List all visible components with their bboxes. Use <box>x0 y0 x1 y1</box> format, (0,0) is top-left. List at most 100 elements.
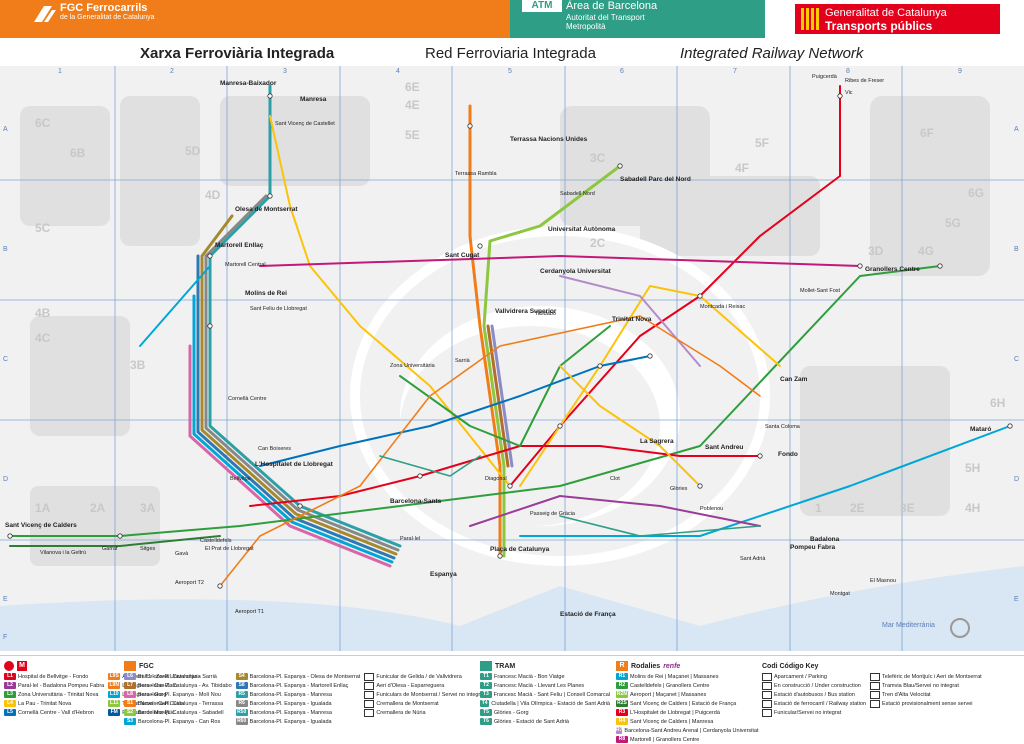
legend-key-label: Codi Código Key <box>762 662 819 670</box>
station-label[interactable]: Terrassa Rambla <box>455 171 497 177</box>
station-label[interactable]: El Prat de Llobregat <box>205 546 254 552</box>
station-label[interactable]: Cornellà Centre <box>228 396 267 402</box>
sector-5d: 5D <box>185 144 201 158</box>
station-label[interactable]: Montcada i Reixac <box>700 304 746 310</box>
station-label[interactable]: Aeroport T2 <box>175 580 204 586</box>
sector-6c: 6C <box>35 116 51 130</box>
station-label[interactable]: Universitat Autònoma <box>548 226 616 233</box>
atm-title: Àrea de Barcelona <box>566 0 658 12</box>
station-label[interactable]: Manresa-Baixador <box>220 80 277 87</box>
station-label[interactable]: Garraf <box>102 546 118 552</box>
map-canvas <box>0 66 1024 651</box>
station-label[interactable]: Bellvitge <box>230 476 251 482</box>
sector-6f: 6F <box>920 126 935 140</box>
station-label[interactable]: Manresa <box>300 96 327 103</box>
station-label[interactable]: Plaça de Catalunya <box>490 546 550 553</box>
station-label[interactable]: Cerdanyola Universitat <box>540 268 611 275</box>
grid-row-a: A <box>3 126 8 133</box>
generalitat-subtitle: Transports públics <box>825 19 933 33</box>
line-badge: R60 <box>235 718 248 725</box>
station-label[interactable]: Barcelona-Sants <box>390 498 442 505</box>
station-label[interactable]: Olesa de Montserrat <box>235 206 298 213</box>
compass-icon <box>950 618 970 638</box>
legend-key-item: Telefèric de Montjuïc i Aeri de Montserr… <box>870 672 982 681</box>
station-label[interactable]: Granollers Centre <box>865 266 920 273</box>
station-label[interactable]: Ribes de Freser <box>845 78 885 84</box>
grid-row-a-right: A <box>1014 126 1019 133</box>
station-label[interactable]: Diagonal <box>485 476 507 482</box>
key-text: Tren d'Alta Velocitat <box>882 691 931 698</box>
railway-map[interactable]: 1 2 3 4 5 6 7 8 9 A B C D E A B C D E F … <box>0 66 1024 651</box>
station-label[interactable]: Estació de França <box>560 611 616 618</box>
legend-key-item: Estació provisionalment sense servei <box>870 699 982 708</box>
station-label[interactable]: Poblenou <box>700 506 724 512</box>
station-label[interactable]: Terrassa Nacions Unides <box>510 136 588 143</box>
legend-key-item: En construcció / Under construction <box>762 681 866 690</box>
legend-key-item: Estació de ferrocarril / Railway station <box>762 699 866 708</box>
station-label[interactable]: Sant Cugat <box>445 252 480 259</box>
line-badge: L10 <box>108 691 121 698</box>
station-label[interactable]: Paral·lel <box>400 536 421 542</box>
station-label[interactable]: Tibidabo <box>535 311 556 317</box>
station-label[interactable]: Sant Adrià <box>740 556 766 562</box>
grid-col-8: 8 <box>846 68 850 75</box>
station-label[interactable]: Castelldefels <box>200 538 232 544</box>
line-name: Martorell | Granollers Centre <box>630 736 700 743</box>
line-name: Castelldefels | Granollers Centre <box>630 682 710 689</box>
station-label[interactable]: Can Boixeres <box>258 446 292 452</box>
grid-row-c: C <box>3 356 9 363</box>
legend-extra-text: Aeri d'Olesa - Esparreguera <box>376 682 445 689</box>
station-label[interactable]: Espanya <box>430 571 457 578</box>
station-label[interactable]: Zona Universitària <box>390 363 435 369</box>
station-label[interactable]: Trinitat Nova <box>612 316 652 323</box>
legend-extra-item: Funicular de Gelida / de Vallvidrera <box>364 672 485 681</box>
legend-symbol-icon <box>364 672 375 681</box>
station-label[interactable]: Aeroport T1 <box>235 609 264 615</box>
station-label[interactable]: Fondo <box>778 451 798 458</box>
station-label[interactable]: El Masnou <box>870 578 896 584</box>
station-label[interactable]: Vilanova i la Geltrú <box>40 550 87 556</box>
station-label[interactable]: Sant Andreu <box>705 444 744 451</box>
station-label[interactable]: Sarrià <box>455 358 470 364</box>
station-label[interactable]: Mollet-Sant Fost <box>800 288 841 294</box>
sector-5e: 5E <box>405 128 420 142</box>
line-name: Zona Universitària - Trinitat Nova <box>18 691 99 698</box>
station-label[interactable]: Montgat <box>830 591 850 597</box>
line-badge: T6 <box>480 718 492 725</box>
station-label[interactable]: Glòries <box>670 486 688 492</box>
station-label[interactable]: La Sagrera <box>640 438 674 445</box>
station-label[interactable]: Molins de Rei <box>245 290 287 297</box>
station-label[interactable]: Passeig de Gràcia <box>530 511 575 517</box>
key-text: Telefèric de Montjuïc i Aeri de Montserr… <box>882 673 982 680</box>
station-label[interactable]: Sabadell Parc del Nord <box>620 176 691 183</box>
station-label[interactable]: Clot <box>610 476 620 482</box>
station-label[interactable]: Sant Vicenç de Castellet <box>275 121 335 127</box>
station-label[interactable]: Can Zam <box>780 376 808 383</box>
station-label[interactable]: Sant Feliu de Llobregat <box>250 306 307 312</box>
station-label[interactable]: Sant Vicenç de Calders <box>5 522 77 529</box>
station-label[interactable]: Vic <box>845 90 853 96</box>
station-label[interactable]: Sabadell Nord <box>560 191 595 197</box>
line-badge: S8 <box>235 682 248 689</box>
station-label[interactable]: Martorell Central <box>225 262 266 268</box>
station-label[interactable]: Puigcerdà <box>812 74 837 80</box>
station-label[interactable]: Sitges <box>140 546 156 552</box>
key-symbol-icon <box>762 690 772 699</box>
station-label[interactable]: Gavà <box>175 551 189 557</box>
station-label[interactable]: Martorell Enllaç <box>215 242 264 249</box>
station-label[interactable]: Vallvidrera Superior <box>495 308 557 315</box>
station-label[interactable]: L'Hospitalet de Llobregat <box>255 461 333 468</box>
station-label[interactable]: Badalona <box>810 536 840 543</box>
station-label[interactable]: Pompeu Fabra <box>790 544 836 551</box>
station-label[interactable]: Santa Coloma <box>765 424 800 430</box>
station-label[interactable]: Mataró <box>970 426 992 433</box>
line-name: Barcelona-Pl. Catalunya - Av. Tibidabo <box>138 682 232 689</box>
